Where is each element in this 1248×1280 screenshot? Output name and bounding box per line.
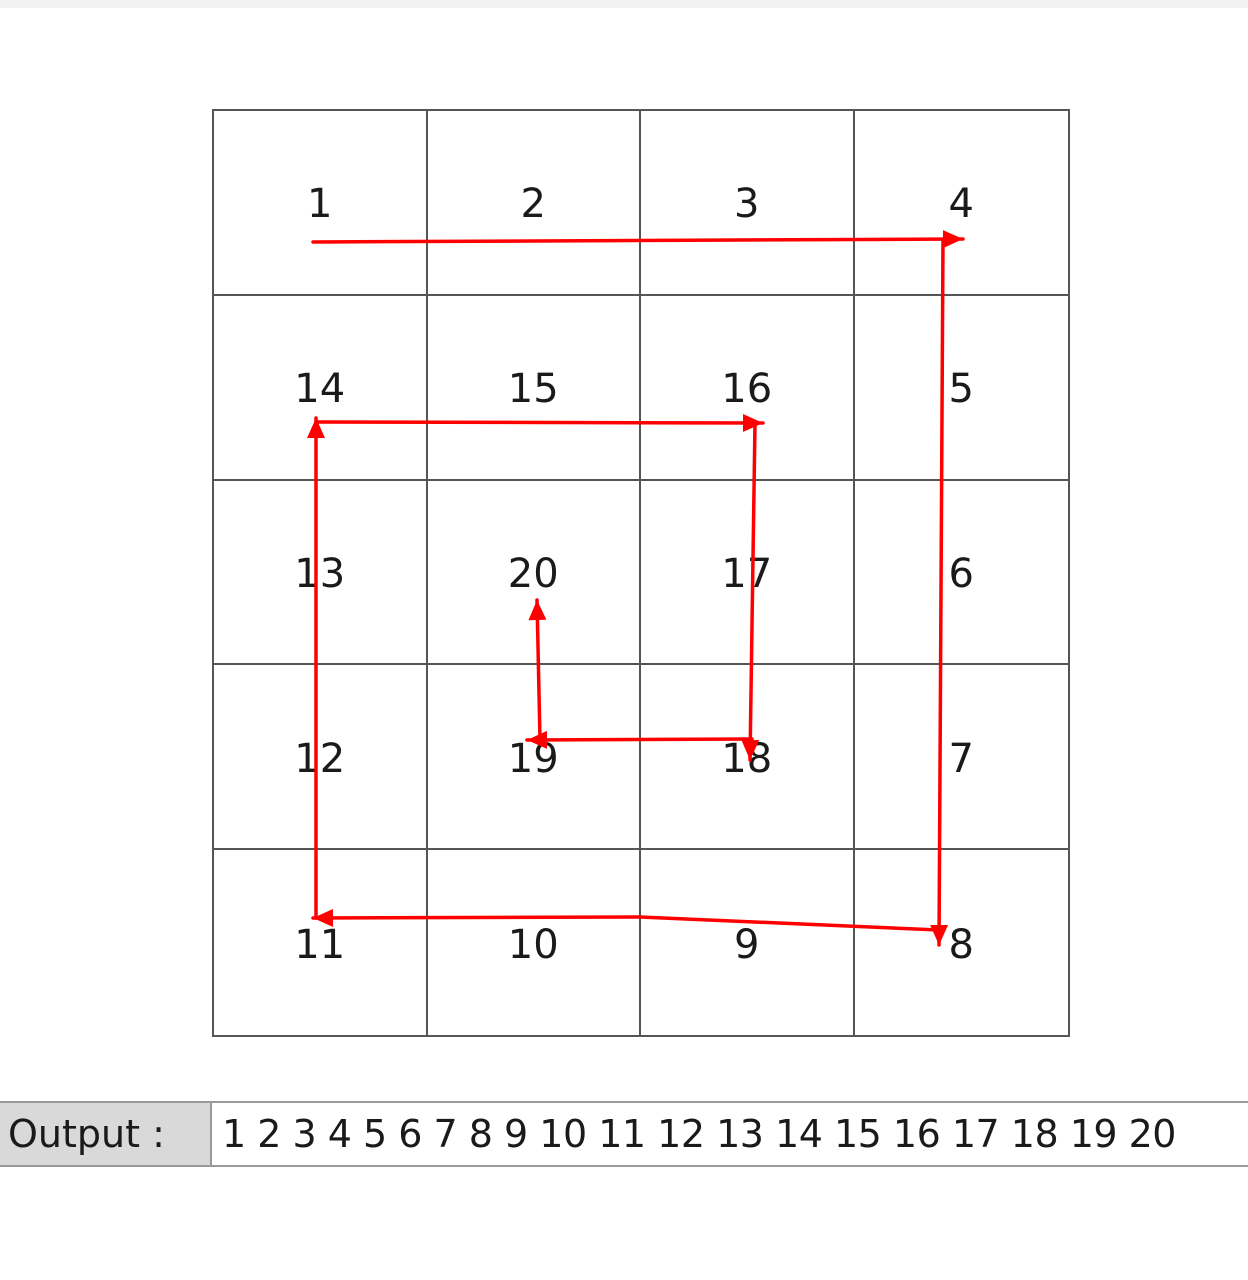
grid-cell: 12 — [214, 665, 428, 851]
cell-value: 16 — [721, 366, 773, 413]
grid-cell: 14 — [214, 295, 428, 481]
grid-cell: 6 — [854, 481, 1068, 666]
cell-value: 9 — [734, 921, 760, 968]
output-value: 1 2 3 4 5 6 7 8 9 10 11 12 13 14 15 16 1… — [222, 1112, 1176, 1156]
cell-value: 4 — [948, 181, 974, 228]
cell-value: 11 — [294, 921, 346, 968]
grid-cell: 7 — [854, 665, 1068, 851]
cell-value: 1 — [307, 181, 333, 228]
cell-value: 6 — [948, 550, 974, 597]
grid-cell: 13 — [214, 480, 428, 666]
grid-cell: 2 — [427, 111, 641, 296]
grid-cell: 5 — [854, 296, 1068, 481]
cell-value: 2 — [520, 181, 546, 228]
cell-value: 5 — [948, 366, 974, 413]
grid-cell: 8 — [855, 850, 1069, 1035]
grid-cell: 1 — [214, 111, 428, 296]
grid-cell: 19 — [427, 665, 641, 851]
grid-cell: 3 — [641, 111, 855, 296]
cell-value: 15 — [507, 366, 559, 413]
grid-cell: 16 — [641, 295, 855, 481]
grid-cell: 18 — [641, 665, 855, 851]
cell-value: 8 — [948, 921, 974, 968]
cell-value: 13 — [294, 550, 346, 597]
spiral-grid: 1 2 3 4 14 15 16 5 13 20 17 6 12 19 18 7… — [212, 109, 1070, 1037]
cell-value: 18 — [721, 735, 773, 782]
cell-value: 19 — [507, 735, 559, 782]
output-bar: Output : 1 2 3 4 5 6 7 8 9 10 11 12 13 1… — [0, 1101, 1248, 1167]
cell-value: 14 — [294, 366, 346, 413]
cell-value: 12 — [294, 735, 346, 782]
grid-cell: 15 — [427, 295, 641, 481]
cell-value: 7 — [948, 735, 974, 782]
grid-cell: 20 — [427, 480, 641, 666]
top-strip — [0, 0, 1248, 8]
cell-value: 3 — [734, 181, 760, 228]
cell-value: 17 — [721, 550, 773, 597]
grid-cell: 11 — [214, 850, 428, 1035]
output-label: Output : — [0, 1103, 212, 1165]
grid-cell: 17 — [641, 480, 855, 666]
cell-value: 20 — [507, 550, 559, 597]
grid-cell: 4 — [854, 111, 1068, 296]
cell-value: 10 — [507, 921, 559, 968]
grid-cell: 10 — [428, 850, 641, 1035]
grid-cell: 9 — [641, 850, 855, 1035]
